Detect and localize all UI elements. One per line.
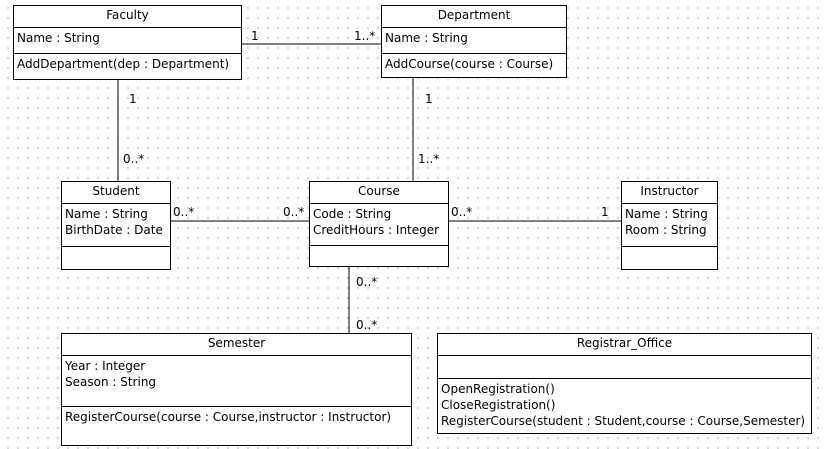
attribute-semester-year: Year : Integer (65, 359, 146, 373)
multiplicity-faculty-student-student-end: 0..* (123, 152, 145, 166)
multiplicity-course-instructor-instructor-end: 1 (601, 205, 609, 219)
class-department-operations: AddCourse(course : Course) (382, 54, 566, 77)
class-faculty-name: Faculty (14, 6, 241, 28)
operation-register-student-course: RegisterCourse(student : Student,course … (441, 414, 806, 428)
multiplicity-faculty-student-faculty-end: 1 (129, 92, 137, 106)
attribute-faculty-name: Name : String (17, 31, 100, 45)
multiplicity-course-instructor-course-end: 0..* (451, 205, 473, 219)
attribute-course-credithours: CreditHours : Integer (313, 223, 440, 237)
attribute-course-code: Code : String (313, 207, 392, 221)
class-department-attributes: Name : String (382, 28, 566, 54)
attribute-department-name: Name : String (385, 31, 468, 45)
multiplicity-student-course-student-end: 0..* (173, 205, 195, 219)
operation-open-registration: OpenRegistration() (441, 382, 555, 396)
class-course[interactable]: Course Code : String CreditHours : Integ… (309, 181, 449, 267)
class-semester[interactable]: Semester Year : Integer Season : String … (61, 333, 412, 446)
attribute-instructor-room: Room : String (625, 223, 707, 237)
class-student-name: Student (62, 182, 170, 204)
class-course-attributes: Code : String CreditHours : Integer (310, 204, 448, 246)
attribute-student-birthdate: BirthDate : Date (65, 223, 163, 237)
class-instructor[interactable]: Instructor Name : String Room : String (621, 181, 718, 270)
class-faculty-operations: AddDepartment(dep : Department) (14, 54, 241, 79)
class-registrar-office-attributes (438, 356, 811, 379)
class-department-name: Department (382, 6, 566, 28)
multiplicity-course-semester-semester-end: 0..* (356, 318, 378, 332)
class-faculty[interactable]: Faculty Name : String AddDepartment(dep … (13, 5, 242, 80)
class-student-operations (62, 247, 170, 269)
class-faculty-attributes: Name : String (14, 28, 241, 54)
class-semester-attributes: Year : Integer Season : String (62, 356, 411, 407)
class-course-operations (310, 246, 448, 266)
class-semester-name: Semester (62, 334, 411, 356)
operation-add-department: AddDepartment(dep : Department) (17, 57, 230, 71)
class-semester-operations: RegisterCourse(course : Course,instructo… (62, 407, 411, 445)
class-registrar-office-operations: OpenRegistration() CloseRegistration() R… (438, 379, 811, 433)
multiplicity-faculty-department-department-end: 1..* (354, 29, 376, 43)
class-student[interactable]: Student Name : String BirthDate : Date (61, 181, 171, 270)
class-instructor-operations (622, 247, 717, 269)
multiplicity-department-course-course-end: 1..* (418, 152, 440, 166)
class-student-attributes: Name : String BirthDate : Date (62, 204, 170, 247)
operation-add-course: AddCourse(course : Course) (385, 57, 554, 71)
multiplicity-department-course-department-end: 1 (425, 92, 433, 106)
class-course-name: Course (310, 182, 448, 204)
class-department[interactable]: Department Name : String AddCourse(cours… (381, 5, 567, 78)
class-instructor-attributes: Name : String Room : String (622, 204, 717, 247)
operation-register-course: RegisterCourse(course : Course,instructo… (65, 410, 392, 424)
attribute-student-name: Name : String (65, 207, 148, 221)
multiplicity-course-semester-course-end: 0..* (356, 275, 378, 289)
operation-close-registration: CloseRegistration() (441, 398, 556, 412)
class-registrar-office[interactable]: Registrar_Office OpenRegistration() Clos… (437, 333, 812, 434)
multiplicity-faculty-department-faculty-end: 1 (251, 29, 259, 43)
class-registrar-office-name: Registrar_Office (438, 334, 811, 356)
multiplicity-student-course-course-end: 0..* (283, 205, 305, 219)
attribute-instructor-name: Name : String (625, 207, 708, 221)
attribute-semester-season: Season : String (65, 375, 157, 389)
class-instructor-name: Instructor (622, 182, 717, 204)
